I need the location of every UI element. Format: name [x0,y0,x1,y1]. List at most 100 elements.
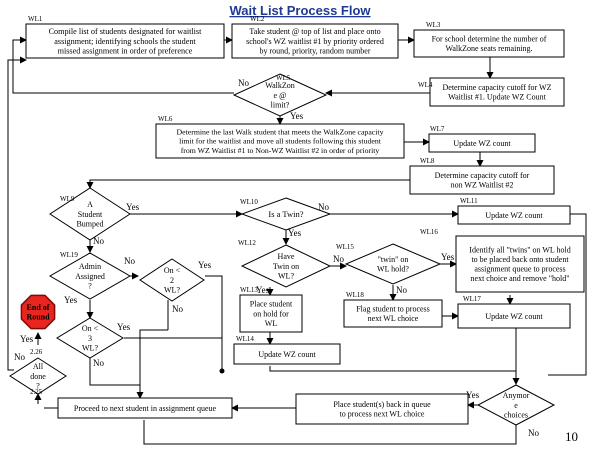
node-text: next WL choice [368,314,419,323]
node-text: All [33,362,44,371]
node-text: Determine the last Walk student that mee… [177,127,384,136]
node-text: Determine capacity cutoff for [435,171,530,180]
node-text: missed assignment in order of preference [58,47,193,56]
node-text: "twin" on [378,255,409,264]
decision-diamond [9,357,67,395]
label-no: No [14,352,25,362]
label-no: No [93,358,104,368]
label-no: No [238,78,249,88]
node-wl10: Is a Twin?WL10 [240,197,332,231]
label-yes: Yes [290,111,304,121]
node-text: school's WZ waitlist #1 by priority orde… [246,37,384,46]
node-text: ? [88,281,92,290]
decision-diamond [48,252,132,300]
label-no: No [172,304,183,314]
label-yes: Yes [198,260,212,270]
node-text: choices [504,410,528,419]
step-tag: WL3 [426,21,441,29]
process-box [455,235,585,293]
process-box [413,29,565,58]
node-text: next choice and remove "hold" [471,274,570,283]
process-box [457,205,571,225]
node-text: Anymor [503,391,530,400]
connectors [7,36,587,445]
node-text: Update WZ count [258,350,316,359]
process-box [428,133,536,153]
step-tag: WL13 [240,286,258,294]
label-no: No [528,428,539,438]
node-text: Update WZ count [453,139,511,148]
step-tag: WL14 [236,335,254,343]
process-box [457,303,571,329]
node-text: For school determine the number of [432,35,547,44]
process-box [155,123,405,159]
stop-octagon [20,294,56,330]
step-tag: WL11 [460,197,478,205]
decision-diamond [139,258,205,302]
step-tag: WL19 [60,251,78,259]
node-text: Student [78,210,103,219]
node-text: A [87,200,93,209]
label-yes: Yes [20,334,34,344]
node-text: Admin [79,262,101,271]
label-no: No [124,256,135,266]
step-tag: WL10 [240,198,258,206]
node-text: to be placed back onto student [471,255,569,264]
node-text: Place student [250,300,293,309]
process-box [239,294,303,333]
node-text: WL hold? [377,265,409,274]
process-box [343,299,443,328]
step-tag: WL1 [28,15,43,23]
node-text: On < [82,324,99,333]
node-proceed: Proceed to next student in assignment qu… [30,388,233,419]
node-text: limit? [271,100,290,109]
process-box [295,393,469,425]
node-text: 2 [170,276,174,285]
node-text: Take student @ top of list and place ont… [249,27,380,36]
node-wl4: Determine capacity cutoff for WZWaitlist… [418,77,565,107]
edge-labels: No Yes Yes No No Yes No Yes Yes No No Ye… [14,78,539,438]
node-onlt3: On <3WL? [56,317,124,359]
node-text: done [30,372,46,381]
node-text: Update WZ count [485,312,543,321]
nodes-layer: Compile list of students designated for … [9,15,585,426]
step-tag: WL15 [336,243,354,251]
node-text: End of [27,303,50,312]
step-tag: WL8 [420,157,435,165]
node-text: WL? [278,271,294,280]
node-text: Have [278,252,295,261]
junction-dot [219,368,225,374]
label-no: No [333,254,344,264]
node-text: On < [164,266,181,275]
label-yes: Yes [126,202,140,212]
decision-diamond [232,73,328,117]
process-box [57,397,233,419]
node-text: WL? [82,343,98,352]
node-text: e [514,401,518,410]
decision-diamond [240,197,332,231]
process-box [231,23,399,59]
node-text: Flag student to process [356,305,430,314]
node-onlt2: On <2WL? [139,258,205,302]
node-text: e @ [274,91,287,100]
node-text: WalkZon [265,81,295,90]
node-text: Compile list of students designated for … [49,27,203,36]
label-yes: Yes [256,285,270,295]
label-no: No [318,202,329,212]
node-text: Place student(s) back in queue [333,400,431,409]
decision-diamond [240,244,332,288]
process-box [25,23,225,59]
decision-diamond [344,243,442,285]
step-tag: WL6 [158,115,173,123]
node-wl1: Compile list of students designated for … [25,15,225,59]
node-wl6: Determine the last Walk student that mee… [155,115,405,159]
decision-diamond [49,187,131,241]
